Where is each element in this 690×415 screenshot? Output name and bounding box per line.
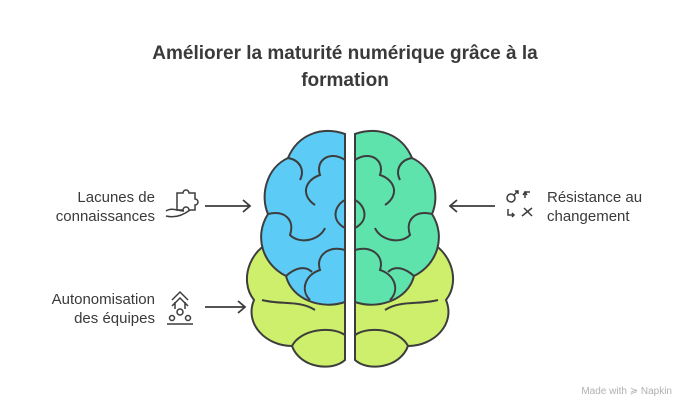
diagram-title: Améliorer la maturité numérique grâce à …	[0, 40, 690, 94]
label-line: changement	[547, 208, 630, 225]
label-line: des équipes	[74, 310, 155, 327]
napkin-watermark: Made with ≽ Napkin	[581, 386, 672, 397]
brand-text: Napkin	[640, 386, 672, 397]
label-line: Lacunes de	[77, 189, 155, 206]
arrow-right-icon	[205, 300, 247, 314]
knowledge-gaps-label: Lacunes de connaissances	[56, 188, 155, 226]
label-line: Résistance au	[547, 189, 643, 206]
right-hemisphere	[354, 130, 455, 368]
label-line: connaissances	[55, 208, 155, 225]
title-line-1: Améliorer la maturité numérique grâce à …	[152, 43, 538, 64]
change-resistance-label: Résistance au changement	[547, 188, 642, 226]
label-line: Autonomisation	[51, 291, 155, 308]
arrow-right-icon	[205, 199, 252, 213]
made-with-text: Made with	[581, 386, 627, 397]
title-line-2: formation	[301, 70, 389, 91]
team-empowerment-label: Autonomisation des équipes	[52, 290, 155, 328]
team-growth-icon	[167, 290, 193, 325]
napkin-logo-icon: ≽	[629, 386, 639, 397]
puzzle-hand-icon	[165, 189, 199, 218]
left-hemisphere	[245, 130, 346, 368]
arrow-left-icon	[448, 199, 495, 213]
change-arrows-icon	[506, 190, 533, 218]
